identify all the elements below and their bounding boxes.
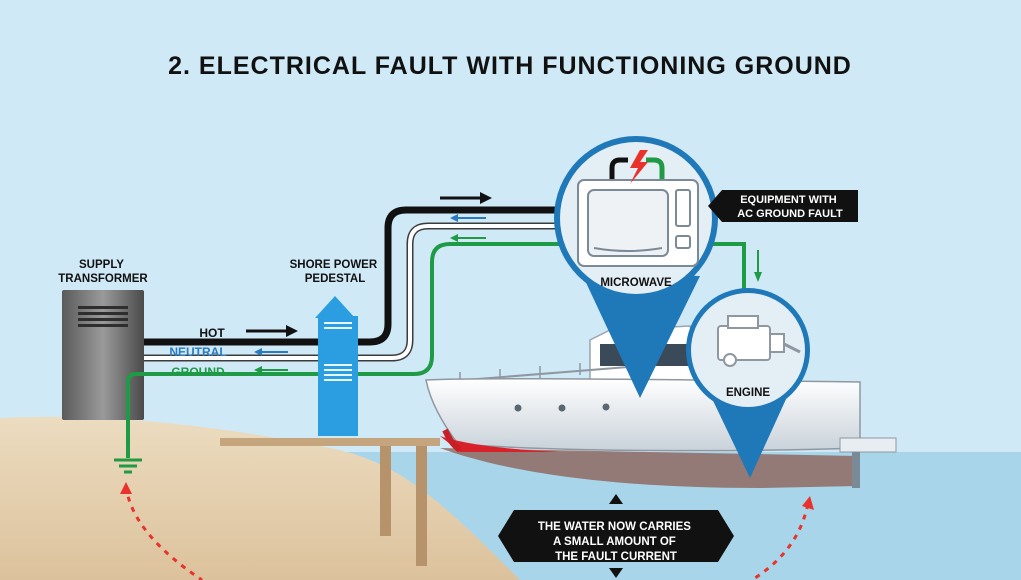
- hot-label: HOT: [199, 326, 225, 340]
- fault-current-arrow-left: [120, 482, 132, 494]
- hot-arrow-shore: [246, 325, 298, 337]
- neutral-label: NEUTRAL: [169, 345, 226, 359]
- dock-icon: [220, 438, 440, 566]
- neutral-wire-core: [144, 224, 560, 360]
- ground-wire: [126, 242, 746, 383]
- ground-arrow-engine: [754, 250, 762, 282]
- ground-arrow-shore: [254, 366, 288, 374]
- pedestal-icon: [315, 296, 358, 436]
- engine-label: ENGINE: [726, 387, 770, 399]
- fault-current-arrow-right: [802, 496, 814, 510]
- page-title: 2. ELECTRICAL FAULT WITH FUNCTIONING GRO…: [168, 52, 852, 80]
- neutral-arrow-shore: [254, 348, 288, 356]
- shore-power-pedestal-label: SHORE POWER PEDESTAL: [290, 259, 381, 285]
- water-current-callout: THE WATER NOW CARRIES A SMALL AMOUNT OF …: [498, 494, 734, 578]
- engine-callout: ENGINE: [686, 288, 810, 478]
- hot-wire: [144, 206, 556, 346]
- ground-label: GROUND: [171, 365, 225, 379]
- microwave-callout: MICROWAVE: [554, 136, 718, 398]
- fault-current-arc-left: [124, 485, 203, 580]
- equipment-fault-callout: EQUIPMENT WITH AC GROUND FAULT: [708, 190, 858, 222]
- neutral-arrow-boat: [450, 214, 486, 222]
- svg-text:EQUIPMENT WITH AC GROUND: EQUIPMENT WITH AC GROUND FAULT: [737, 194, 843, 220]
- supply-transformer-label: SUPPLY TRANSFORMER: [58, 259, 148, 285]
- ground-arrow-boat: [450, 234, 486, 242]
- microwave-icon: [577, 179, 699, 267]
- microwave-label: MICROWAVE: [600, 277, 672, 289]
- svg-text:THE WATER NOW CARRIES A: THE WATER NOW CARRIES A SMALL AMOUNT OF …: [538, 521, 694, 563]
- hot-arrow-boat: [440, 192, 492, 204]
- transformer-icon: [62, 290, 144, 420]
- ground-symbol-icon: [114, 380, 142, 474]
- spark-icon: [630, 150, 648, 184]
- engine-icon: [717, 315, 801, 367]
